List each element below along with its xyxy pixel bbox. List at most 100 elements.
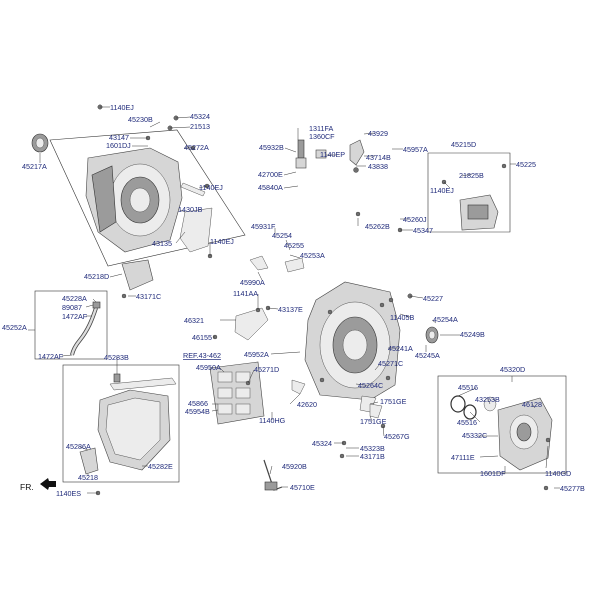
label-45323B: 45323B [360,444,385,453]
label-11405B: 11405B [390,313,414,322]
label-1140HG: 1140HG [259,416,286,425]
label-45264C: 45264C [358,381,383,390]
oil-pan-part [97,373,177,471]
label-43838: 43838 [368,162,388,171]
label-1751GE: 1751GE [380,397,407,406]
label-45225: 45225 [516,160,536,169]
label-45931F: 45931F [251,222,276,231]
label-43253B: 43253B [475,395,500,404]
label-45249B: 45249B [460,330,485,339]
label-43929: 43929 [368,129,388,138]
label-43171B: 43171B [360,452,385,461]
label-43171C: 43171C [136,292,161,301]
label-45217A: 45217A [22,162,47,171]
filter-part [79,447,99,475]
seal-part-right [425,326,439,344]
bellhousing-part [85,147,183,253]
label-45320D: 45320D [500,365,525,374]
label-45710E: 45710E [290,483,315,492]
label-46128: 46128 [522,400,542,409]
label-45516: 45516 [457,418,477,427]
label-45954B: 45954B [185,407,210,416]
label-43135: 43135 [152,239,172,248]
label-47111E: 47111E [451,453,475,462]
label-45260J: 45260J [403,215,427,224]
label-45267G: 45267G [384,432,410,441]
label-45271D: 45271D [254,365,279,374]
speed-sensor-part [295,139,327,169]
label-45990A: 45990A [240,278,265,287]
transmission-case-part [304,281,401,401]
label-45271C: 45271C [378,359,403,368]
side-cover-group-box [437,375,567,474]
label-1140EP: 1140EP [320,150,345,159]
solenoid-valve-part [459,194,499,231]
label-45286A: 45286A [66,442,91,451]
label-1140ES: 1140ES [56,489,81,498]
label-fr: FR. [20,482,34,492]
label-45218: 45218 [78,473,98,482]
label-21825B: 21825B [459,171,484,180]
label-45950A: 45950A [196,363,221,372]
label-1311FA: 1311FA [309,124,333,133]
hose-group-box [34,290,108,360]
label-1751GE: 1751GE [360,417,387,426]
label-45347: 45347 [413,226,433,235]
label-ref-43-462[interactable]: REF.43-462 [183,351,221,360]
label-1140EJ: 1140EJ [430,186,454,195]
oil-strainer-part [234,307,269,341]
label-45253A: 45253A [300,251,325,260]
label-45282E: 45282E [148,462,173,471]
label-45952A: 45952A [244,350,269,359]
label-1140EJ: 1140EJ [110,103,134,112]
label-43714B: 43714B [366,153,391,162]
label-42700E: 42700E [258,170,283,179]
label-1430JB: 1430JB [178,205,203,214]
label-45932B: 45932B [259,143,284,152]
label-45254A: 45254A [433,315,458,324]
label-45241A: 45241A [388,344,413,353]
label-1140GD: 1140GD [545,469,571,478]
label-1140EJ: 1140EJ [199,183,223,192]
label-1141AA: 1141AA [233,289,258,298]
label-21513: 21513 [190,122,210,131]
leader-lines [28,106,560,494]
label-1360CF: 1360CF [309,132,335,141]
label-45252A: 45252A [2,323,27,332]
front-direction-arrow [40,478,56,490]
label-45324: 45324 [190,112,210,121]
label-45283B: 45283B [104,353,129,362]
label-45277B: 45277B [560,484,585,493]
label-45230B: 45230B [128,115,153,124]
label-45866: 45866 [188,399,208,408]
label-42620: 42620 [297,400,317,409]
label-46321: 46321 [184,316,204,325]
label-45215D: 45215D [451,140,476,149]
label-1472AF: 1472AF [38,352,64,361]
label-45957A: 45957A [403,145,428,154]
label-45218D: 45218D [84,272,109,281]
baffle-plate-part [179,207,213,253]
label-45272A: 45272A [184,143,209,152]
label-45332C: 45332C [462,431,487,440]
label-45920B: 45920B [282,462,307,471]
label-45324: 45324 [312,439,332,448]
label-45516: 45516 [458,383,478,392]
label-45255: 45255 [284,241,304,250]
label-43137E: 43137E [278,305,303,314]
label-1601DF: 1601DF [480,469,506,478]
label-1601DJ: 1601DJ [106,141,131,150]
bellhousing-group-box [49,129,246,267]
solenoid-group-box [427,152,511,233]
label-43147: 43147 [109,133,129,142]
label-89087: 89087 [62,303,82,312]
label-45840A: 45840A [258,183,283,192]
hose-part [70,301,101,356]
label-1140EJ: 1140EJ [210,237,234,246]
part-number-labels: 1140EJ 45230B 45324 21513 45217A 43147 1… [2,103,585,498]
label-1472AF: 1472AF [62,312,88,321]
label-46155: 46155 [192,333,212,342]
label-45262B: 45262B [365,222,390,231]
